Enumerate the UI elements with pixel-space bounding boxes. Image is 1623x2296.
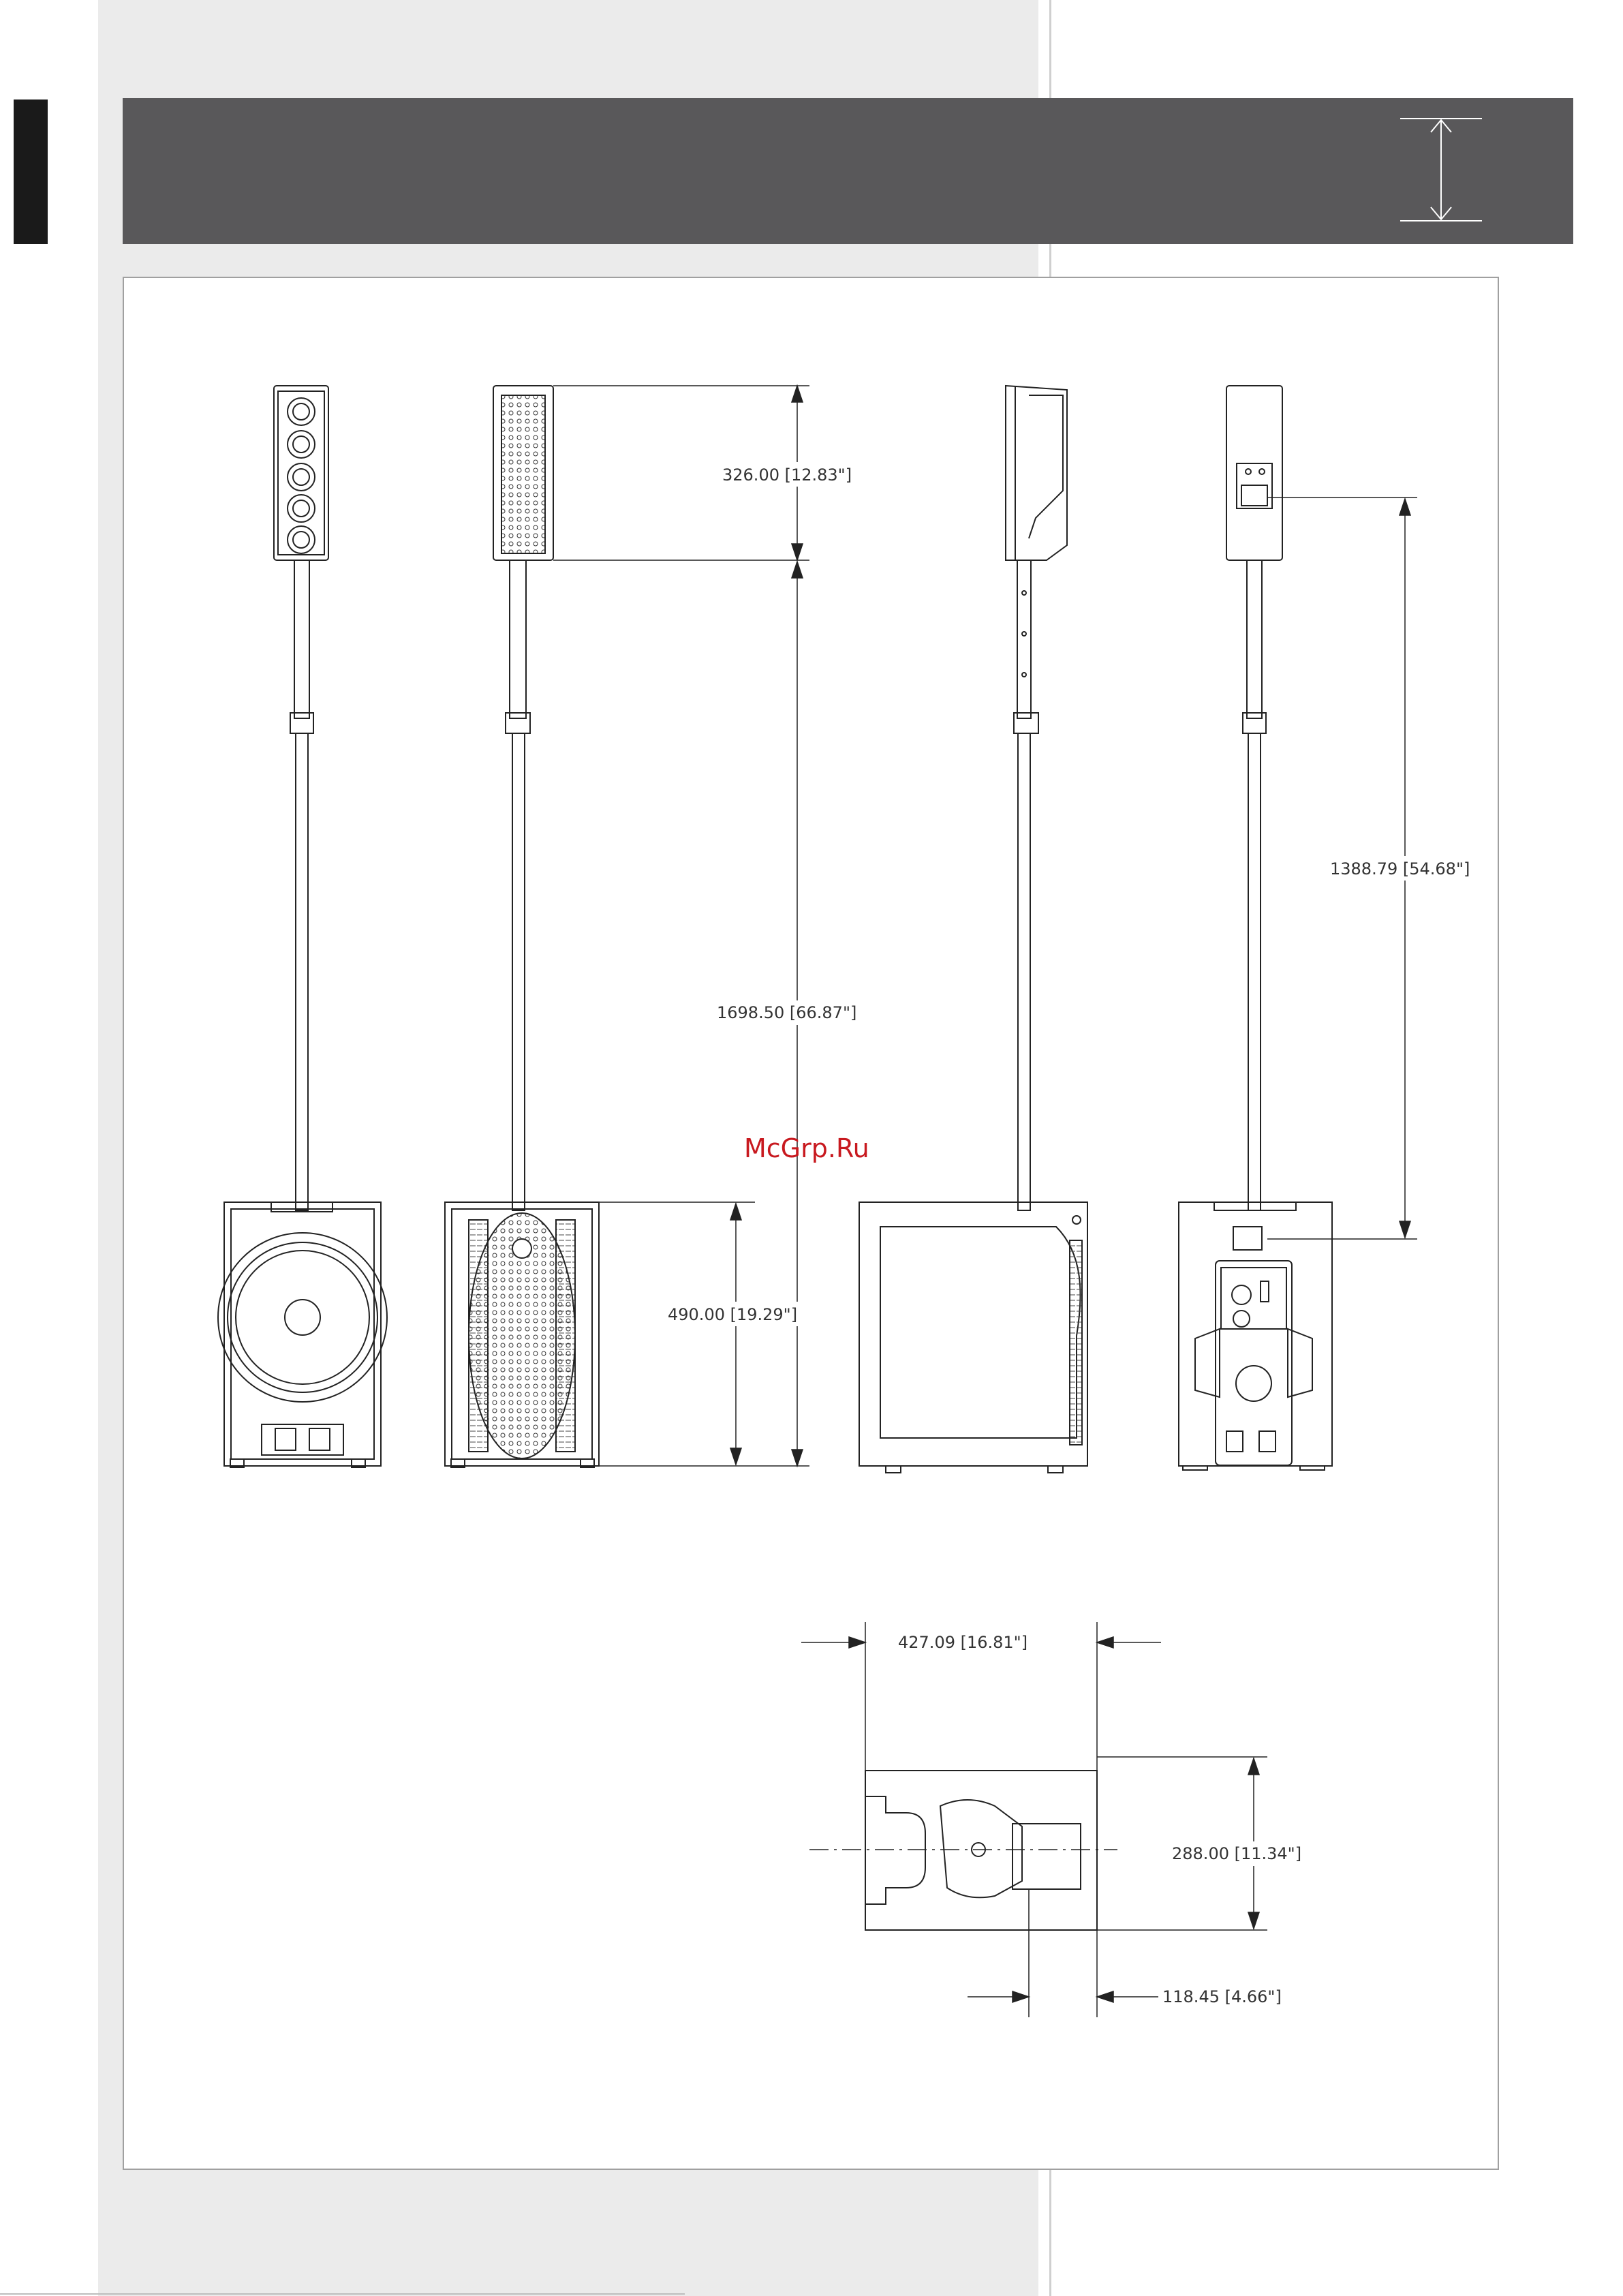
side-view-unit	[859, 386, 1087, 1473]
dimension-plan-depth: 288.00 [11.34"]	[1172, 1844, 1301, 1863]
dimension-plan-width: 427.09 [16.81"]	[898, 1633, 1027, 1652]
rear-view-unit	[1179, 386, 1332, 1470]
dimension-sub-height: 490.00 [19.29"]	[668, 1305, 797, 1324]
dimension-total-height: 1698.50 [66.87"]	[717, 1003, 856, 1022]
dimension-top-height: 326.00 [12.83"]	[722, 465, 852, 485]
grille-view-unit	[445, 386, 599, 1467]
watermark: McGrp.Ru	[744, 1133, 869, 1163]
dimension-side-height: 1388.79 [54.68"]	[1330, 859, 1470, 878]
dimension-plan-offset: 118.45 [4.66"]	[1162, 1987, 1282, 2006]
plan-view-unit	[809, 1771, 1117, 1930]
front-view-unit	[218, 386, 387, 1467]
